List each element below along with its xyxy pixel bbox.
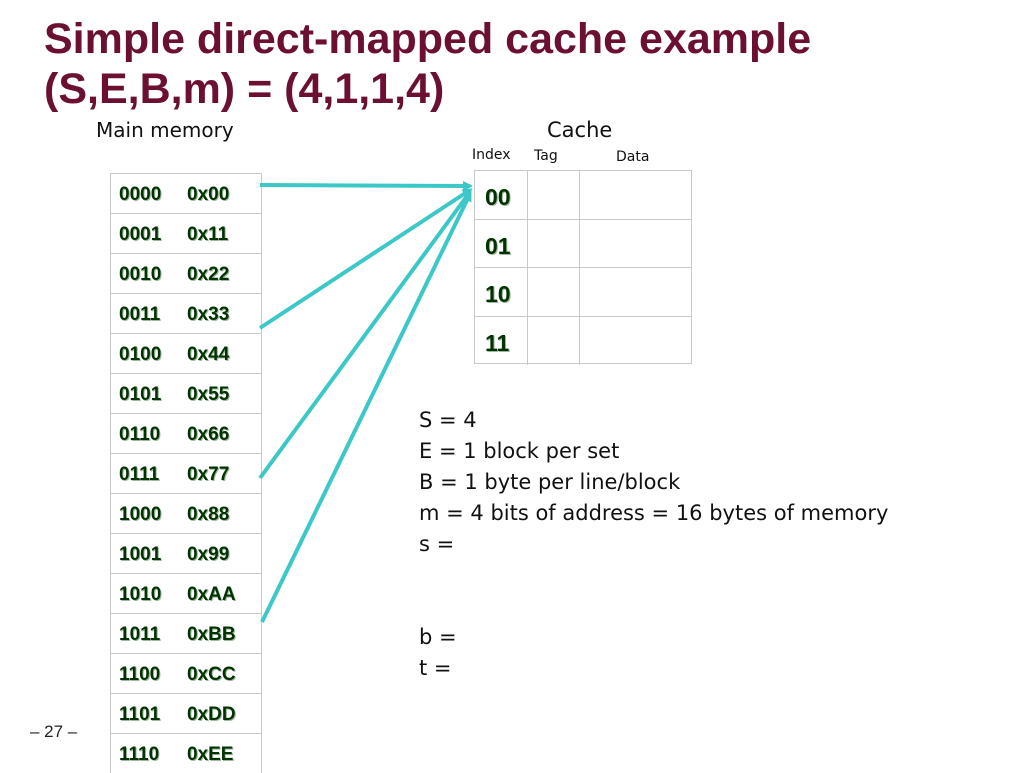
memory-value: 0xBB (187, 624, 236, 645)
cache-index: 10 (485, 281, 511, 307)
cache-row: 01 (475, 219, 691, 268)
cache-label: Cache (547, 118, 613, 142)
arrow-1000 (258, 189, 472, 480)
memory-address: 0110 (119, 424, 161, 445)
cache-tag-cell (527, 171, 580, 219)
memory-row: 0110 0x66 (111, 413, 261, 453)
memory-address: 1110 (119, 744, 160, 765)
parameter-line: E = 1 block per set (419, 439, 620, 463)
memory-value: 0x77 (187, 464, 230, 485)
memory-row: 1100 0xCC (111, 653, 261, 693)
parameter-line: s = (419, 532, 455, 556)
memory-address: 1001 (119, 544, 162, 565)
memory-row: 1101 0xDD (111, 693, 261, 733)
memory-row: 0011 0x33 (111, 293, 261, 333)
cache-index: 00 (485, 184, 511, 210)
memory-row: 0111 0x77 (111, 453, 261, 493)
memory-row: 1001 0x99 (111, 533, 261, 573)
memory-address: 0010 (119, 264, 162, 285)
memory-value: 0xEE (187, 744, 234, 765)
memory-address: 0011 (119, 304, 161, 325)
parameter-line: S = 4 (419, 408, 477, 432)
memory-row: 1000 0x88 (111, 493, 261, 533)
cache-row: 10 (475, 268, 691, 317)
memory-row: 1011 0xBB (111, 613, 261, 653)
cache-table: 00 01 10 11 (474, 170, 692, 365)
cache-index: 11 (485, 329, 510, 356)
memory-value: 0x88 (187, 504, 230, 525)
arrow-0100 (258, 188, 473, 330)
tag-header: Tag (534, 148, 558, 164)
arrow-1100 (260, 191, 472, 623)
page-number: – 27 – (30, 722, 78, 741)
memory-value: 0x55 (187, 384, 230, 405)
cache-index: 01 (485, 232, 511, 259)
parameter-line: t = (419, 656, 452, 680)
parameter-line (419, 560, 888, 591)
memory-address: 1011 (119, 624, 161, 645)
memory-row: 0100 0x44 (111, 333, 261, 373)
main-memory-label: Main memory (96, 118, 234, 142)
memory-value: 0xDD (187, 704, 236, 725)
cache-row: 00 (475, 171, 691, 220)
memory-value: 0x99 (187, 544, 230, 565)
index-header: Index (472, 147, 511, 163)
cache-parameters: S = 4 E = 1 block per set B = 1 byte per l… (419, 405, 888, 684)
title-line-2: (S,E,B,m) = (4,1,1,4) (44, 65, 445, 113)
cache-tag-cell (527, 316, 580, 365)
memory-value: 0x00 (187, 184, 230, 205)
memory-address: 0111 (119, 464, 160, 485)
title-line-1: Simple direct-mapped cache example (44, 15, 812, 63)
memory-value: 0xCC (187, 664, 236, 685)
memory-address: 1100 (119, 664, 161, 685)
memory-value: 0x66 (187, 424, 230, 445)
memory-value: 0xAA (187, 584, 236, 605)
main-memory-table: 0000 0x00 0001 0x11 0010 0x22 0011 0x33 0100 0x44… (110, 173, 262, 773)
parameter-line (419, 591, 888, 622)
memory-address: 0001 (119, 224, 162, 245)
memory-value: 0x22 (187, 264, 230, 285)
memory-row: 1110 0xEE (111, 733, 261, 773)
arrow-0000 (259, 180, 473, 191)
parameter-line: B = 1 byte per line/block (419, 470, 681, 494)
memory-address: 1010 (119, 584, 162, 605)
memory-row: 1010 0xAA (111, 573, 261, 613)
memory-address: 1000 (119, 504, 162, 525)
memory-address: 0100 (119, 344, 162, 365)
memory-value: 0x33 (187, 304, 230, 325)
data-header: Data (616, 149, 650, 165)
cache-tag-cell (527, 219, 580, 267)
memory-row: 0001 0x11 (111, 213, 261, 253)
memory-address: 0000 (119, 184, 162, 205)
memory-value: 0x11 (187, 224, 229, 245)
cache-tag-cell (527, 268, 580, 316)
memory-row: 0000 0x00 (111, 173, 261, 213)
memory-address: 0101 (119, 384, 162, 405)
parameter-line: m = 4 bits of address = 16 bytes of memo… (419, 501, 889, 525)
memory-address: 1101 (119, 704, 161, 725)
memory-row: 0010 0x22 (111, 253, 261, 293)
memory-row: 0101 0x55 (111, 373, 261, 413)
memory-value: 0x44 (187, 344, 230, 365)
slide-title: Simple direct-mapped cache example (S,E,… (44, 14, 811, 114)
parameter-line: b = (419, 625, 457, 649)
cache-row: 11 (475, 316, 691, 365)
